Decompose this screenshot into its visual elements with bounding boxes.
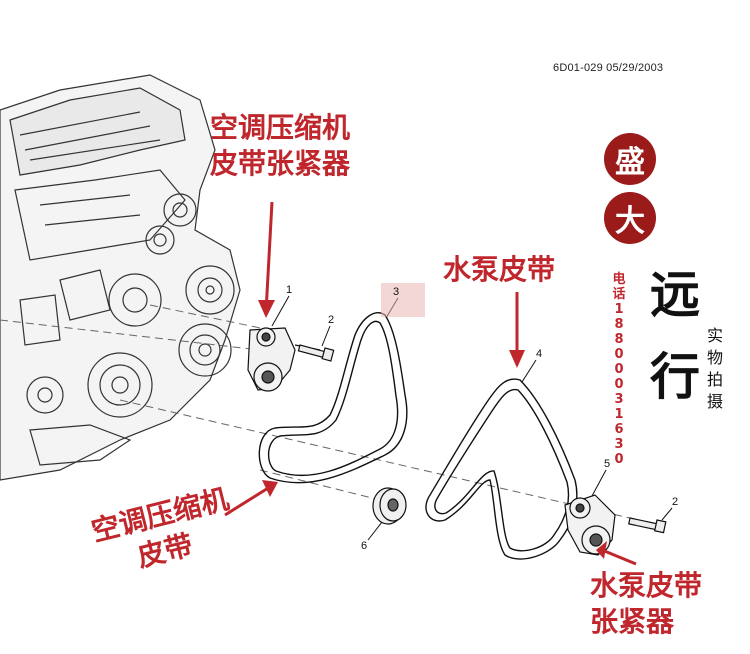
idler-pulley (372, 487, 407, 525)
label-water-pump-tensioner: 水泵皮带 张紧器 (590, 568, 702, 640)
diagram-reference-code: 6D01-029 05/29/2003 (553, 62, 664, 74)
callout-4: 4 (536, 348, 543, 360)
watermark-phone: 电话18800031630 (612, 272, 626, 467)
callout-3: 3 (393, 286, 400, 298)
watermark-stamp-top: 盛 (604, 133, 656, 185)
water-pump-belt (425, 378, 578, 560)
callout-2-right: 2 (672, 496, 679, 508)
callout-6: 6 (361, 540, 368, 552)
watermark-brush-char-2: 行 (650, 347, 700, 406)
watermark-stamp-bottom: 大 (604, 192, 656, 244)
callout-2-left: 2 (328, 314, 335, 326)
label-water-pump-tensioner-line1: 水泵皮带 (590, 569, 703, 602)
tensioner-bolt-right (628, 517, 667, 534)
label-water-pump-belt: 水泵皮带 (443, 253, 556, 286)
water-pump-tensioner (564, 494, 616, 556)
label-water-pump-tensioner-line2: 张紧器 (590, 605, 675, 638)
label-ac-tensioner-line2: 皮带张紧器 (210, 147, 351, 180)
engine-illustration (0, 74, 241, 481)
callout-5: 5 (604, 458, 611, 470)
label-ac-tensioner: 空调压缩机 皮带张紧器 (210, 110, 350, 182)
watermark-photo-text: 实物拍摄 (706, 326, 723, 411)
label-arrows (224, 201, 637, 566)
label-ac-tensioner-line1: 空调压缩机 (210, 111, 351, 144)
watermark-brush-char-1: 远 (650, 265, 700, 324)
tensioner-bolt-left (297, 344, 335, 362)
callout-1: 1 (286, 284, 293, 296)
ac-compressor-belt (258, 312, 408, 484)
ac-belt-tensioner (247, 327, 321, 392)
callout-3-highlight (381, 283, 425, 317)
